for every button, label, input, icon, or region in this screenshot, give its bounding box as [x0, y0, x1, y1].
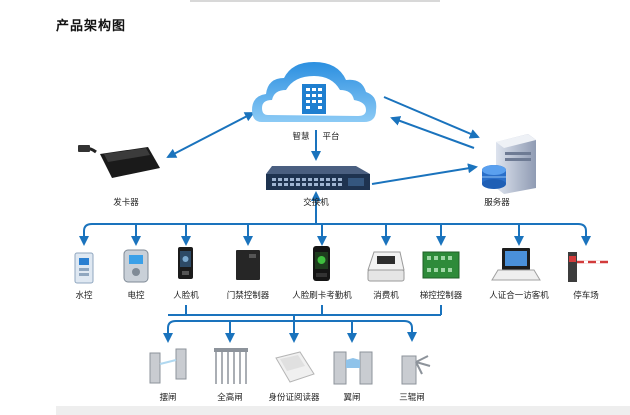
connector-lines [79, 96, 591, 343]
terminal-label-attendance: 人脸刷卡考勤机 [292, 290, 352, 300]
visitor-kiosk-icon [491, 248, 541, 281]
terminal-label-pos: 消费机 [373, 290, 399, 300]
network-switch-icon [266, 166, 370, 190]
id-card-reader-icon [275, 351, 315, 383]
face-card-attendance-icon [313, 246, 330, 281]
platform-label-right: 平台 [322, 131, 340, 141]
access-controller-icon [236, 250, 260, 280]
tripod-turnstile-icon [401, 355, 431, 385]
full-height-gate-icon [214, 348, 248, 384]
gate-label-id-reader: 身份证阅读器 [268, 392, 320, 402]
terminal-label-electric: 电控 [127, 290, 145, 300]
gate-label-tripod: 三辊闸 [399, 392, 425, 402]
top-divider [190, 0, 440, 2]
switch-label: 交换机 [303, 197, 329, 207]
card-issuer-label: 发卡器 [113, 197, 139, 207]
card-issuer-icon [78, 145, 160, 178]
platform-label-left: 智慧 [292, 131, 310, 141]
gate-label-flap: 翼闸 [343, 392, 361, 402]
bottom-band [56, 406, 630, 415]
swing-gate-icon [149, 348, 187, 384]
electric-control-icon [123, 249, 149, 283]
face-terminal-icon [178, 247, 193, 279]
gate-label-full-height: 全高闸 [217, 392, 243, 402]
water-control-icon [74, 252, 94, 284]
terminal-label-water: 水控 [75, 290, 93, 300]
page-title: 产品架构图 [56, 18, 127, 33]
server-icon [482, 134, 536, 194]
flap-gate-icon [333, 351, 373, 385]
elevator-controller-icon [422, 251, 460, 279]
cloud-platform-icon [252, 62, 377, 122]
terminal-label-face: 人脸机 [173, 290, 199, 300]
terminal-label-parking: 停车场 [573, 290, 599, 300]
parking-barrier-icon [568, 252, 608, 282]
terminal-label-access: 门禁控制器 [226, 290, 270, 300]
server-label: 服务器 [484, 197, 510, 207]
pos-consumption-icon [367, 251, 405, 282]
gate-label-swing: 摆闸 [159, 392, 177, 402]
terminal-label-visitor: 人证合一访客机 [489, 290, 549, 300]
terminal-label-elevator: 梯控控制器 [419, 290, 463, 300]
